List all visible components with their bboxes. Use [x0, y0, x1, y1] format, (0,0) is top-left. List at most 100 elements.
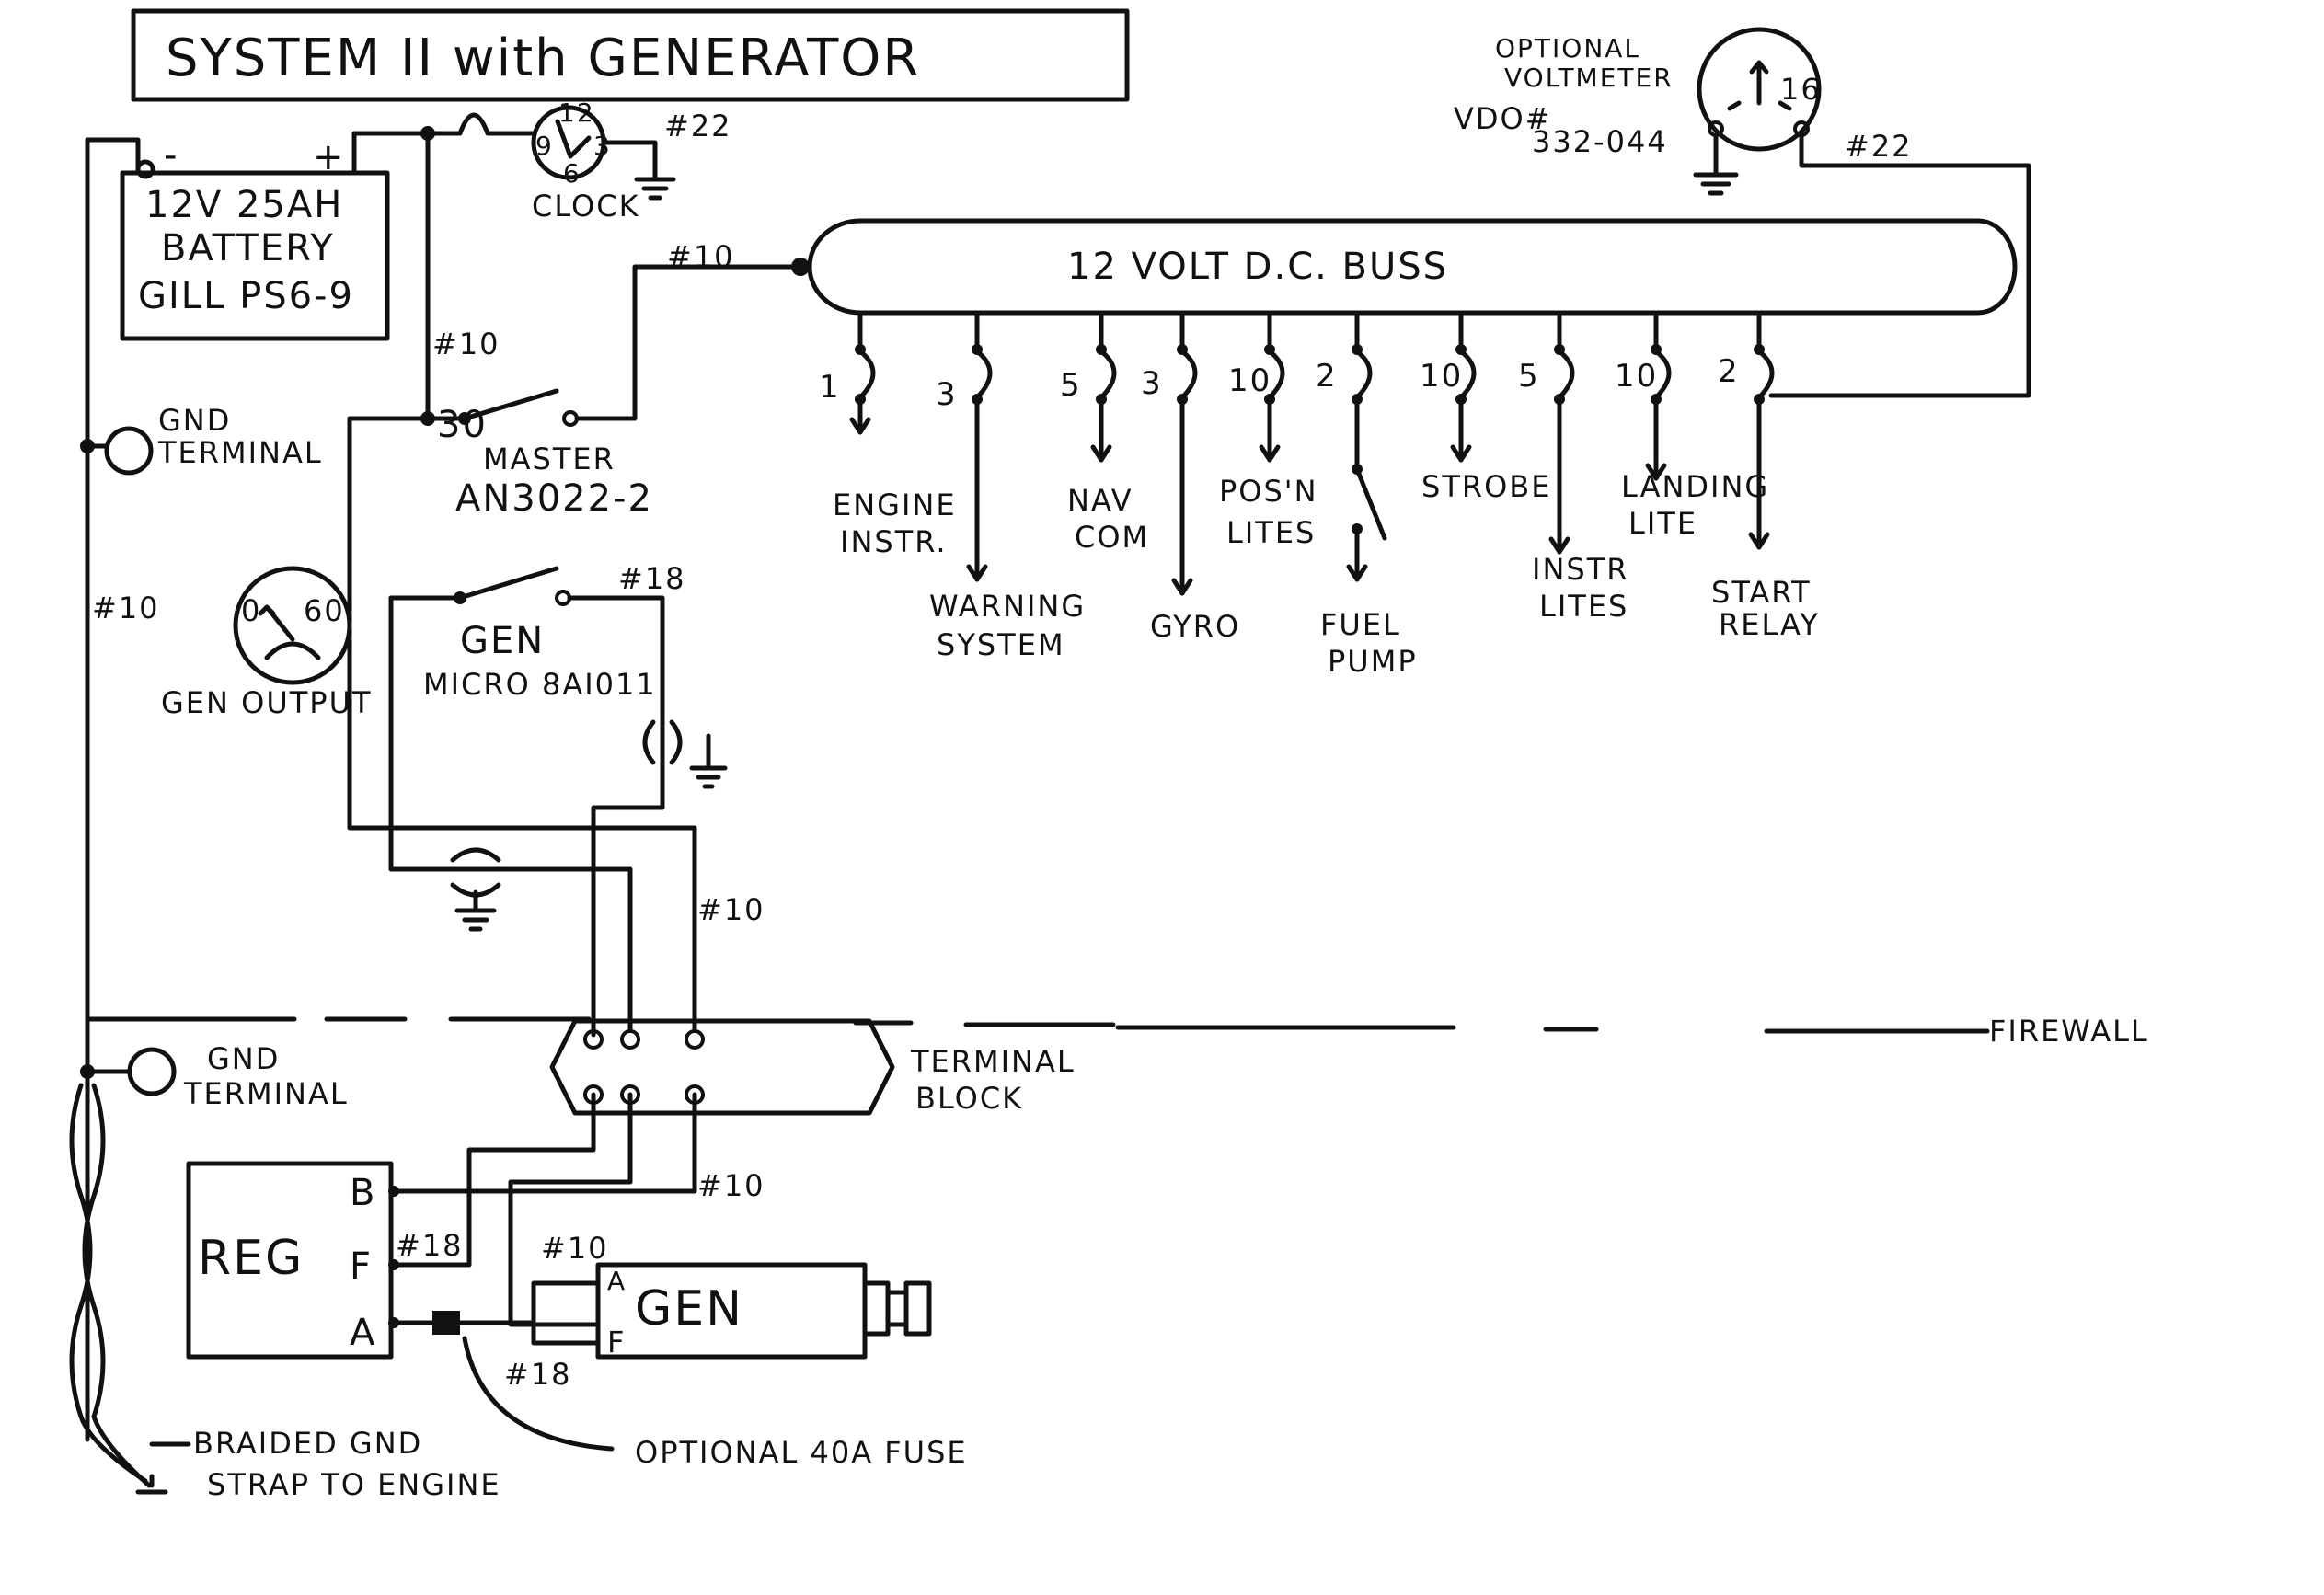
breaker-label: START [1711, 575, 1812, 610]
title-frame [131, 8, 1130, 102]
breaker-label: GYRO [1150, 609, 1240, 644]
breaker-icon [1756, 349, 1775, 400]
regulator-b-terminal: B [350, 1172, 376, 1214]
arrow-down-icon [1450, 444, 1472, 463]
strap-line-2 [82, 1083, 152, 1488]
optional-voltmeter: OPTIONAL VOLTMETER VDO# 332-044 16 #22 [1454, 27, 2031, 398]
clock-n3: 3 [593, 131, 612, 161]
regulator-a-terminal: A [350, 1312, 376, 1354]
gen-switch-wire-gauge: #18 [618, 561, 686, 596]
breaker-label-2: LITE [1628, 506, 1697, 541]
breaker-icon [1458, 349, 1477, 400]
reg-a-wire-2 [457, 1280, 601, 1325]
master-amps: 30 [437, 404, 488, 446]
gen-a-wire-gauge: #10 [541, 1231, 609, 1266]
title-block: SYSTEM II with GENERATOR [131, 8, 1130, 102]
terminal-top-1 [583, 1029, 604, 1050]
firewall-dashes [85, 1016, 1990, 1034]
voltmeter-label-1: OPTIONAL [1495, 33, 1640, 63]
gen-switch-drop-wire [591, 805, 665, 1038]
generator-body [595, 1262, 868, 1360]
strap-line-1 [69, 1083, 148, 1484]
gen-output-ammeter: 0 60 GEN OUTPUT [161, 416, 371, 720]
breaker-label-2: PUMP [1328, 644, 1418, 679]
breaker-label-2: LITES [1226, 515, 1316, 550]
fuse-icon [432, 1311, 460, 1335]
breaker-label: WARNING [929, 589, 1086, 624]
breaker-icon [1267, 349, 1285, 400]
buss-label: 12 VOLT D.C. BUSS [1067, 246, 1448, 288]
voltmeter-feed-wire [1768, 132, 2031, 398]
battery-plus-label: + [313, 136, 346, 178]
battery: - + 12V 25AH BATTERY GILL PS6-9 [120, 134, 390, 341]
breaker-icon [974, 349, 993, 400]
gnd-bottom-label-2: TERMINAL [183, 1076, 349, 1111]
gnd-bottom-label-1: GND [207, 1041, 280, 1076]
voltmeter-ground-icon [1693, 172, 1739, 196]
breaker-label: FUEL [1320, 607, 1401, 642]
breaker-amps: 2 [1316, 358, 1338, 395]
generator: A F GEN [595, 1262, 932, 1360]
voltmeter-needle-icon [1727, 60, 1792, 111]
voltmeter-pin-label: 16 [1780, 72, 1822, 107]
strap-end-icon [135, 1474, 168, 1495]
terminal-block-label-1: TERMINAL [910, 1044, 1076, 1079]
strap-label-2: STRAP TO ENGINE [207, 1467, 501, 1502]
breaker-label: POS'N [1219, 474, 1318, 509]
mid-wire-gauge: #10 [697, 892, 765, 927]
clock-feed-wire [425, 112, 536, 136]
breaker-label-2: INSTR. [840, 524, 948, 559]
voltmeter-wire-gauge: #22 [1845, 129, 1913, 164]
clock-n12: 12 [558, 98, 595, 128]
regulator: REG B F A #18 [186, 1161, 464, 1360]
firewall-line: FIREWALL [85, 1014, 2149, 1049]
terminal-block-body [549, 1018, 895, 1116]
clock-label: CLOCK [532, 189, 640, 224]
gen-f-wire-gauge: #18 [504, 1357, 572, 1392]
terminal-block-label-2: BLOCK [915, 1081, 1023, 1116]
breaker-label: ENGINE [833, 488, 957, 522]
battery-neg-post [135, 159, 155, 179]
voltmeter-vdo-label: VDO# [1454, 101, 1552, 136]
breaker-amps: 3 [936, 376, 958, 413]
breaker-label-2: LITES [1539, 589, 1628, 624]
regulator-f-wire-gauge: #18 [396, 1228, 464, 1263]
voltmeter-part-number: 332-044 [1532, 124, 1668, 159]
gen-switch-capacitor-icon [642, 719, 683, 765]
buss-feed-gauge: #10 [667, 239, 735, 274]
breaker-icon [1354, 349, 1373, 400]
breaker-amps: 2 [1718, 353, 1740, 390]
clock: 12 3 6 9 CLOCK #22 [531, 98, 731, 224]
battery-positive-wire [351, 131, 431, 165]
buss-bar: 12 VOLT D.C. BUSS [807, 218, 2018, 316]
generator-f-terminal: F [607, 1325, 626, 1360]
battery-rating: 12V 25AH [145, 184, 343, 226]
gnd-top-label-1: GND [158, 403, 231, 438]
fuse-note: OPTIONAL 40A FUSE [635, 1435, 968, 1470]
firewall-label: FIREWALL [1989, 1014, 2149, 1049]
gnd-terminal-top-icon [104, 426, 154, 476]
buss-feed-junction [791, 258, 810, 276]
regulator-f-terminal: F [350, 1245, 373, 1288]
arrow-down-icon [1090, 444, 1112, 463]
battery-model: GILL PS6-9 [138, 275, 354, 317]
arrow-down-icon [1645, 463, 1667, 481]
gnd-terminal-bottom: GND TERMINAL [80, 1041, 349, 1111]
capacitor-icon [450, 847, 501, 898]
master-switch: #10 30 MASTER AN3022-2 [347, 239, 810, 520]
fuel-pump-switch-blade [1354, 466, 1387, 541]
terminal-block: TERMINAL BLOCK [549, 1018, 1076, 1116]
buss-bar-body [807, 218, 2018, 316]
gen-switch-label: GEN [460, 620, 545, 662]
master-part-number: AN3022-2 [455, 477, 653, 520]
breaker-amps: 3 [1141, 365, 1163, 402]
arrow-down-icon [1748, 532, 1770, 550]
clock-hands-icon [555, 119, 592, 159]
breaker-icon [1099, 349, 1117, 400]
breaker-label: NAV [1067, 483, 1133, 518]
breaker-icon [1179, 349, 1198, 400]
